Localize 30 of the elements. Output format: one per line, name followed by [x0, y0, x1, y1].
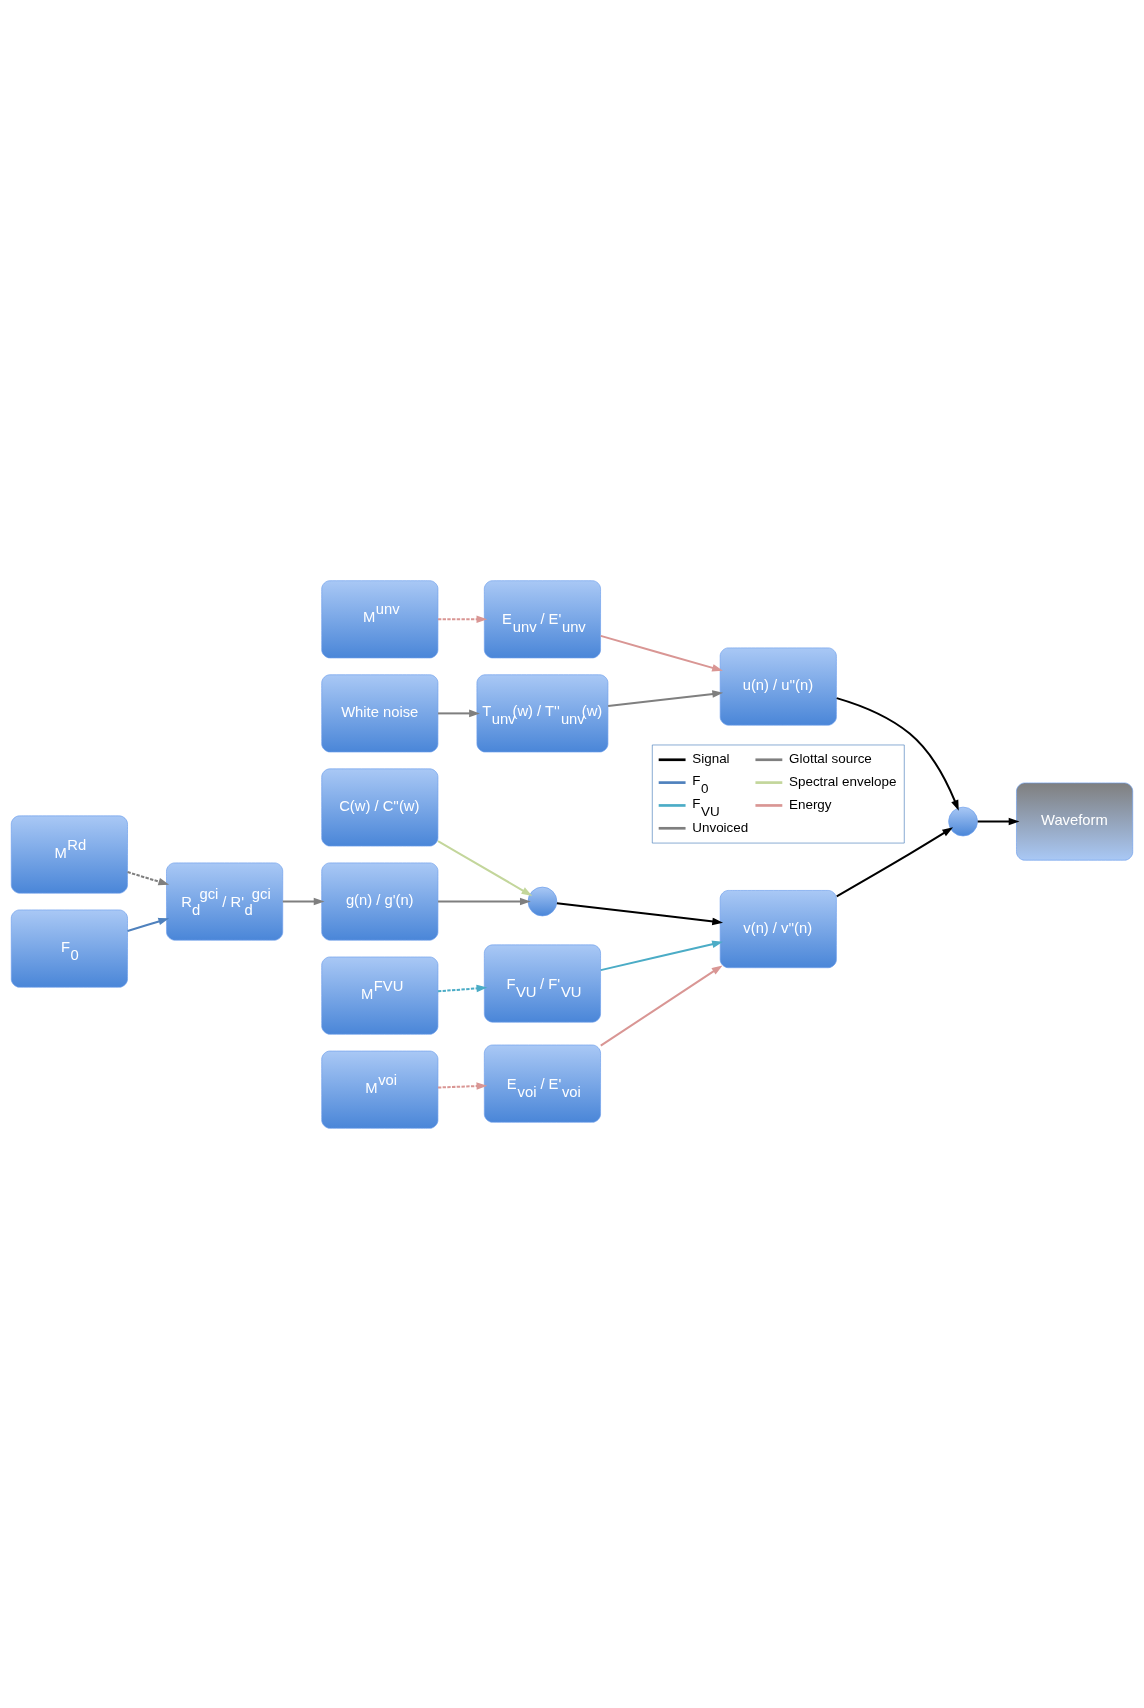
arrow — [600, 634, 723, 671]
arrow — [600, 940, 723, 971]
node-box: C(w) / C''(w) — [321, 768, 439, 846]
arrow — [282, 897, 325, 905]
node-circle — [948, 806, 978, 836]
arrow — [127, 917, 170, 932]
arrow — [977, 817, 1020, 825]
legend-label: Energy — [789, 796, 832, 812]
node-box: White noise — [321, 673, 439, 752]
node-box: g(n) / g'(n) — [321, 862, 439, 940]
node-box: u(n) / u''(n) — [719, 647, 837, 725]
legend-label: Spectral envelope — [789, 773, 897, 789]
arrow — [438, 897, 531, 905]
arrow — [437, 839, 533, 896]
node-box: v(n) / v''(n) — [719, 889, 837, 968]
arrow — [437, 984, 488, 992]
node-circle — [527, 886, 558, 916]
arrow — [438, 1081, 488, 1090]
legend-label: Glottal source — [789, 750, 872, 766]
arrow — [438, 709, 480, 717]
arrow — [556, 901, 724, 925]
arrow — [836, 696, 959, 811]
arrow — [438, 615, 488, 623]
arrow — [608, 689, 724, 707]
arrow — [836, 826, 954, 897]
node-box: Waveform — [1016, 782, 1134, 861]
legend-label: Unvoiced — [692, 819, 749, 835]
arrow — [600, 964, 723, 1046]
arrow — [127, 870, 170, 885]
legend-label: Signal — [692, 750, 730, 766]
